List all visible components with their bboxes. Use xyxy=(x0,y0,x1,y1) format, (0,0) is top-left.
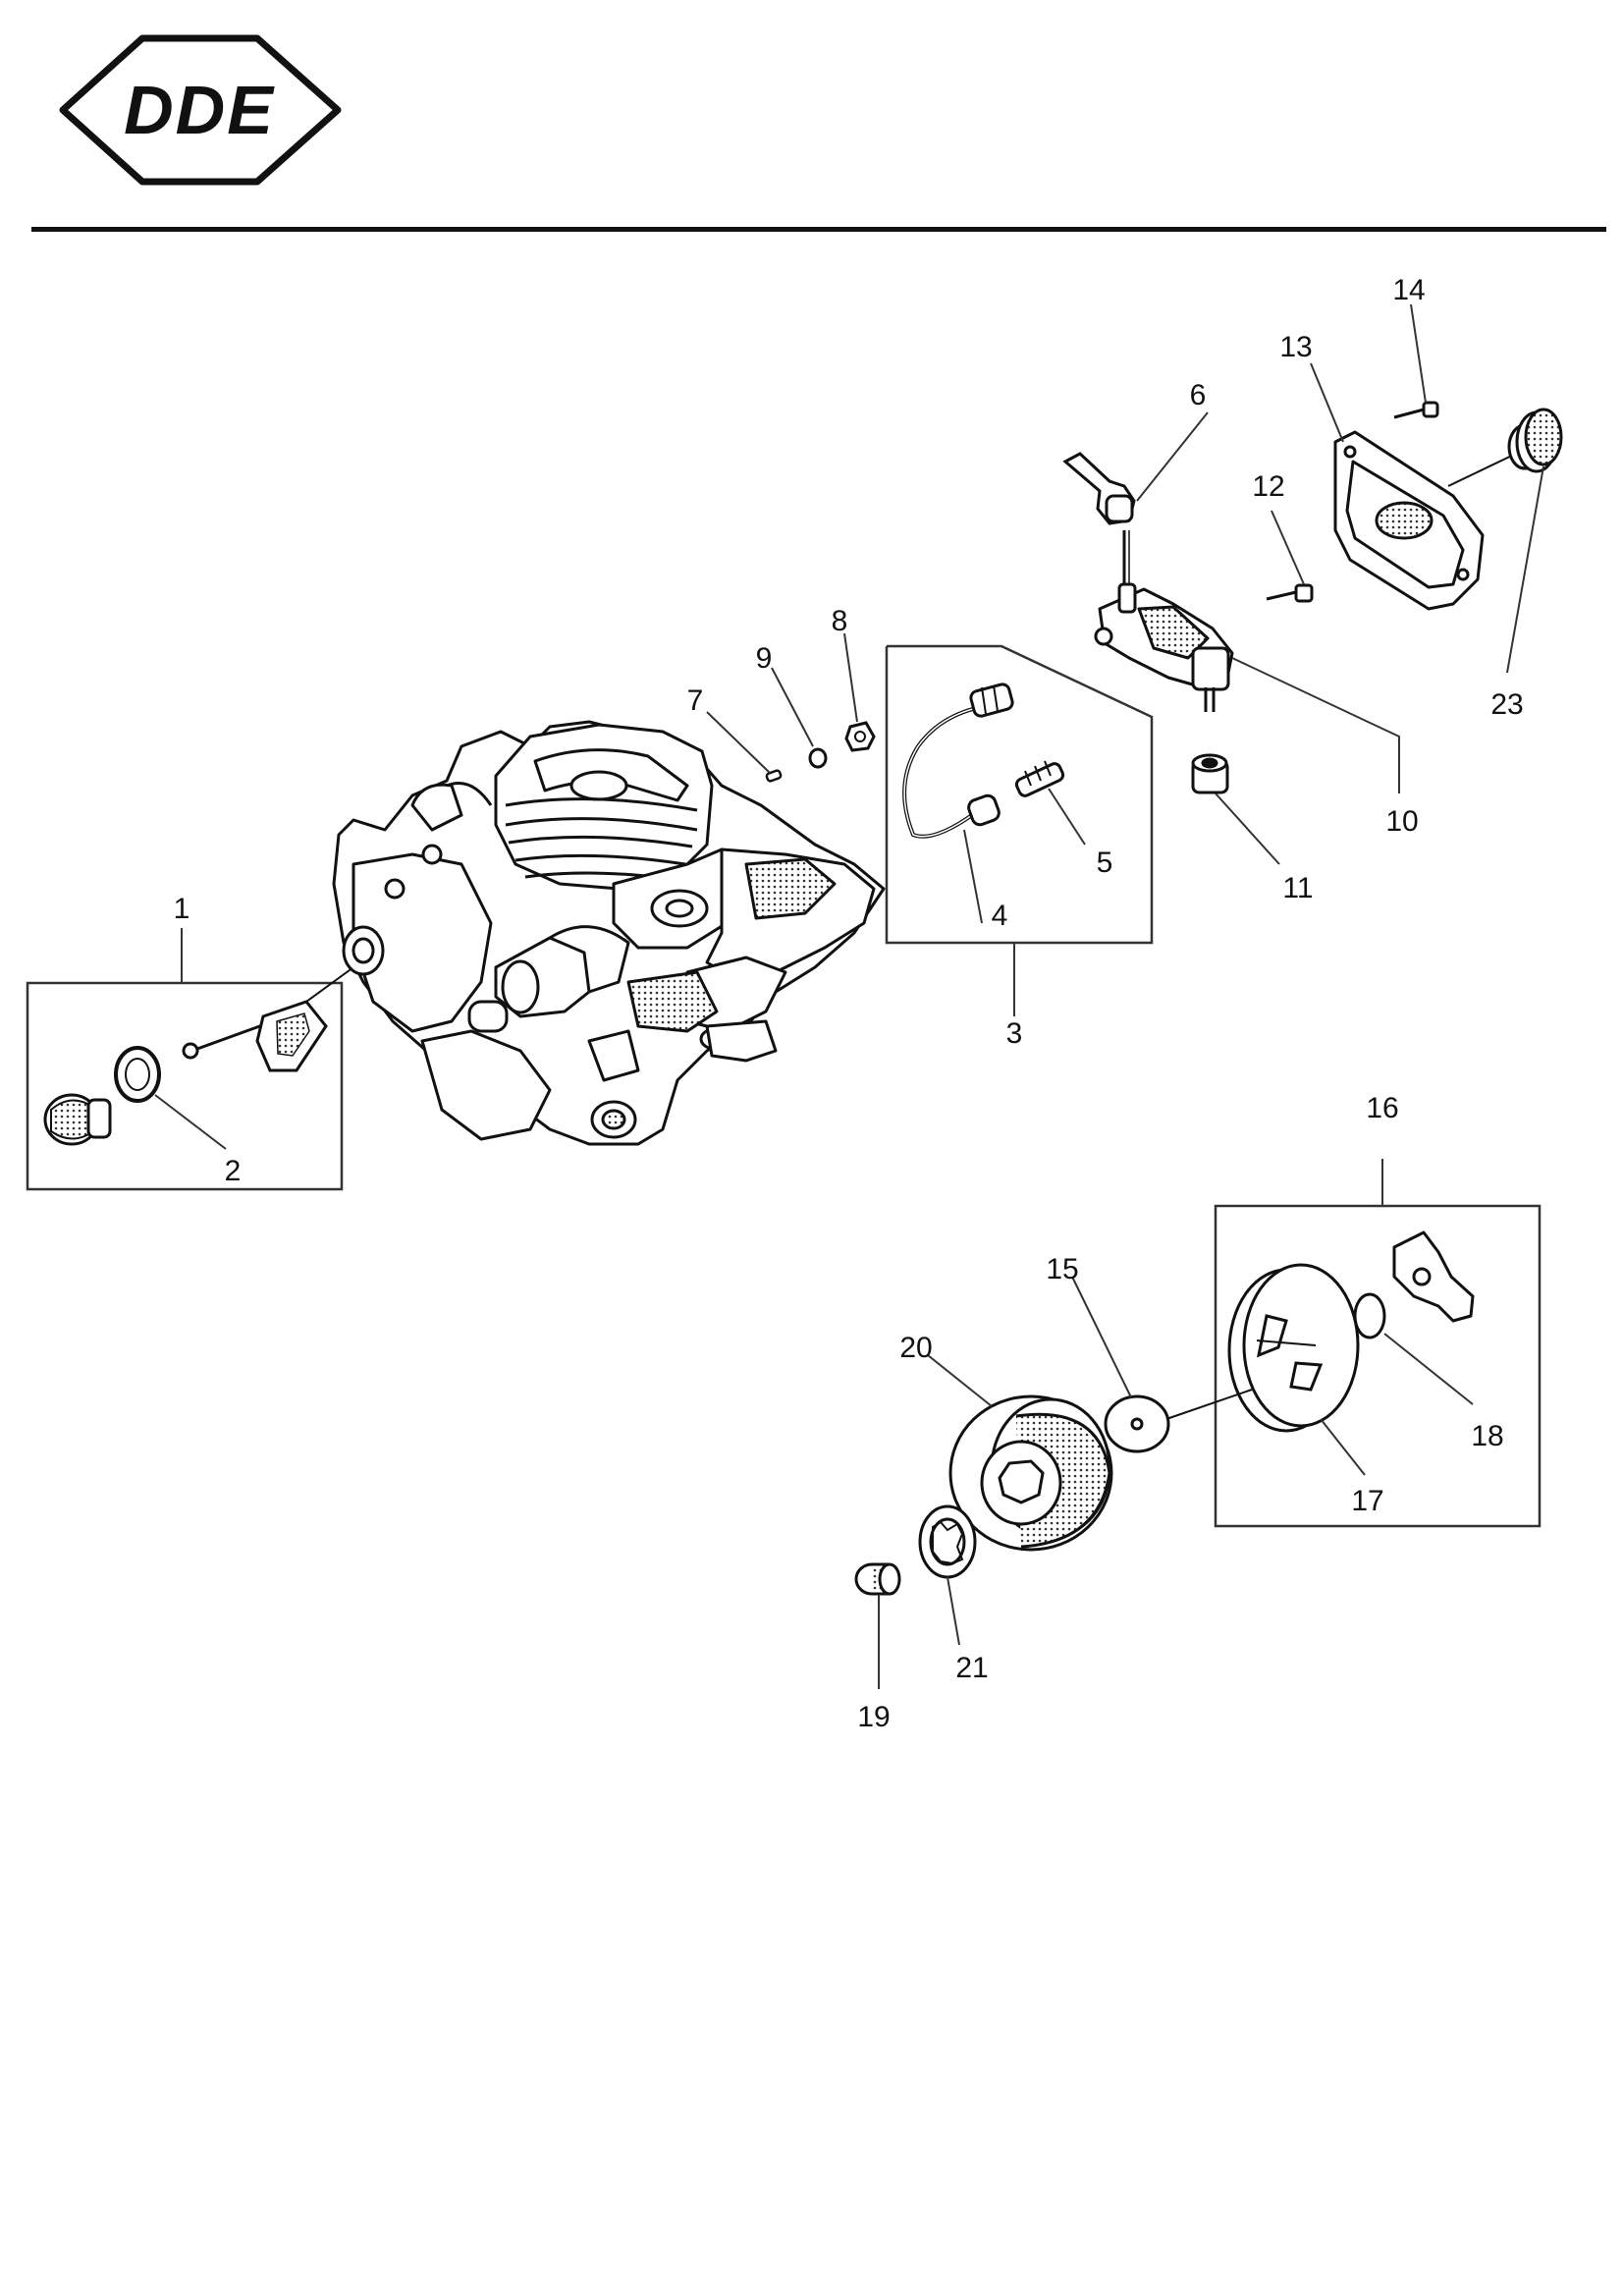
callout-1: 1 xyxy=(174,893,190,925)
clutch-hub xyxy=(1392,1230,1475,1323)
clutch-drum xyxy=(948,1394,1113,1552)
brand-logo-text: DDE xyxy=(124,72,275,148)
leader-lines xyxy=(154,303,1544,1689)
elbow-fitting xyxy=(1062,452,1136,584)
callout-23: 23 xyxy=(1490,688,1523,721)
callout-6: 6 xyxy=(1190,379,1207,411)
callout-numbers: 1 2 3 4 5 6 7 8 9 10 11 12 13 14 15 16 1… xyxy=(174,274,1524,1733)
screw xyxy=(1266,583,1314,603)
washer-large xyxy=(1104,1389,1253,1453)
washer-small xyxy=(808,747,828,769)
callout-21: 21 xyxy=(955,1652,988,1684)
oil-hose xyxy=(902,683,1014,839)
oil-pump xyxy=(1094,582,1234,712)
collar xyxy=(1191,753,1229,794)
oil-tank-cap xyxy=(43,1093,112,1146)
callout-13: 13 xyxy=(1279,331,1312,363)
callout-16: 16 xyxy=(1366,1092,1398,1124)
callout-20: 20 xyxy=(899,1332,932,1364)
cover-screw xyxy=(1393,401,1439,419)
callout-8: 8 xyxy=(832,605,848,637)
clutch-drum-shoes xyxy=(1227,1263,1360,1433)
rim-sprocket xyxy=(918,1504,977,1579)
clutch-spring xyxy=(1353,1292,1386,1339)
needle-bearing xyxy=(854,1562,901,1596)
callout-5: 5 xyxy=(1097,847,1113,879)
callout-17: 17 xyxy=(1351,1485,1383,1517)
group-box-16 xyxy=(1214,1159,1542,1528)
callout-4: 4 xyxy=(992,900,1008,932)
callout-14: 14 xyxy=(1392,274,1425,306)
callout-10: 10 xyxy=(1385,805,1418,838)
group-box-3 xyxy=(885,644,1154,1016)
header-divider xyxy=(31,227,1606,232)
callout-2: 2 xyxy=(225,1155,242,1187)
callout-12: 12 xyxy=(1252,470,1284,503)
callout-19: 19 xyxy=(857,1701,890,1733)
crankcase-assembly xyxy=(332,720,886,1146)
callout-18: 18 xyxy=(1471,1420,1503,1452)
hose-fitting xyxy=(1014,760,1065,797)
callout-15: 15 xyxy=(1046,1253,1078,1285)
cover-plate xyxy=(1333,430,1485,611)
group-box-1 xyxy=(26,928,344,1191)
seal-ring xyxy=(114,1046,161,1103)
oil-strainer xyxy=(182,966,354,1072)
brand-logo: DDE xyxy=(59,34,342,186)
adjuster-cap xyxy=(1447,408,1563,487)
callout-3: 3 xyxy=(1006,1017,1023,1050)
pin xyxy=(765,769,783,783)
nut xyxy=(844,721,876,752)
callout-11: 11 xyxy=(1282,872,1313,904)
callout-9: 9 xyxy=(756,642,773,675)
callout-7: 7 xyxy=(687,684,704,717)
